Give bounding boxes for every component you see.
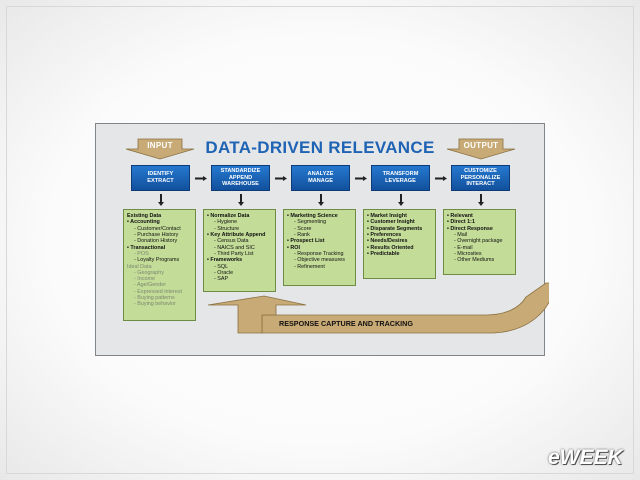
detail-item: Existing Data — [127, 213, 162, 219]
diagram-panel: DATA-DRIVEN RELEVANCE INPUT OUTPUT IDENT… — [95, 123, 549, 356]
detail-item: • Disparate Segments — [367, 225, 423, 232]
detail-item: - SAP — [214, 276, 229, 283]
down-arrow-icon — [318, 194, 324, 206]
detail-item: - Loyalty Programs — [134, 257, 180, 264]
detail-item: - Income — [134, 276, 155, 283]
detail-item: • Normalize Data — [207, 213, 250, 219]
detail-item: • Needs/Desires — [367, 238, 408, 245]
detail-box-transform: • Market Insight• Customer Insight• Disp… — [363, 209, 436, 279]
down-arrow-icon — [158, 194, 164, 206]
detail-item: - POS — [134, 250, 149, 257]
detail-item: - Structure — [214, 225, 240, 232]
step-standardize-append-warehouse: STANDARDIZE APPEND WAREHOUSE — [211, 165, 270, 191]
detail-item: - Oracle — [214, 269, 234, 276]
step-label: STANDARDIZE APPEND WAREHOUSE — [220, 167, 261, 188]
input-arrow: INPUT — [124, 138, 196, 160]
detail-item: - Rank — [294, 231, 310, 238]
detail-item: • Preferences — [367, 231, 402, 238]
detail-item: - Purchase History — [134, 231, 179, 238]
detail-item: - NAICS and SIC — [214, 244, 255, 251]
detail-item: - Objective measures — [294, 257, 345, 264]
detail-item: • Market Insight — [367, 213, 407, 219]
detail-item: • Frameworks — [207, 257, 243, 264]
detail-item: - Age/Gender — [134, 282, 167, 289]
step-label: TRANSFORM LEVERAGE — [382, 171, 419, 184]
down-arrow-icon — [238, 194, 244, 206]
detail-item: • Direct 1:1 — [447, 219, 475, 226]
right-arrow-icon — [435, 176, 447, 181]
response-capture-label: RESPONSE CAPTURE AND TRACKING — [279, 319, 413, 328]
detail-item: - Score — [294, 225, 312, 232]
detail-item: - Mail — [454, 231, 468, 238]
step-customize-personalize-interact: CUSTOMIZE PERSONALIZE INTERACT — [451, 165, 510, 191]
detail-item: - Third Party List — [214, 250, 254, 257]
step-transform-leverage: TRANSFORM LEVERAGE — [371, 165, 430, 191]
output-arrow: OUTPUT — [445, 138, 517, 160]
eweek-logo: eWEEK — [548, 446, 623, 469]
right-arrow-icon — [195, 176, 207, 181]
detail-item: - Donation History — [134, 238, 178, 245]
right-arrow-icon — [355, 176, 367, 181]
step-identify-extract: IDENTIFY EXTRACT — [131, 165, 190, 191]
detail-item: - Other Mediums — [454, 257, 495, 264]
detail-item: • ROI — [287, 244, 300, 251]
diagram-title: DATA-DRIVEN RELEVANCE — [205, 138, 435, 157]
detail-item: - Refinement — [294, 263, 325, 270]
response-loop-shape — [207, 282, 549, 334]
input-label: INPUT — [147, 141, 173, 150]
detail-item: • Accounting — [127, 219, 160, 226]
detail-item: - SQL — [214, 263, 229, 270]
step-label: ANALYZE MANAGE — [307, 171, 334, 184]
step-label: CUSTOMIZE PERSONALIZE INTERACT — [460, 167, 501, 188]
input-arrow-shape — [125, 138, 195, 160]
detail-item: - Microsites — [454, 250, 482, 257]
detail-item: - Response Tracking — [294, 250, 344, 257]
output-label: OUTPUT — [463, 141, 499, 150]
page-frame — [6, 6, 634, 474]
detail-item: - Census Data — [214, 238, 249, 245]
detail-item: Ideal Data — [127, 263, 152, 270]
detail-item: • Transactional — [127, 244, 166, 251]
right-arrow-icon — [275, 176, 287, 181]
detail-item: • Key Attribute Append — [207, 231, 266, 238]
detail-item: - E-mail — [454, 244, 473, 251]
step-label: IDENTIFY EXTRACT — [147, 171, 174, 184]
detail-item: - Geography — [134, 269, 164, 276]
step-analyze-manage: ANALYZE MANAGE — [291, 165, 350, 191]
detail-box-customize: • Relevant• Direct 1:1• Direct Response-… — [443, 209, 516, 275]
output-arrow-shape — [446, 138, 516, 160]
down-arrow-icon — [478, 194, 484, 206]
detail-item: - Expressed interest — [134, 288, 182, 295]
detail-item: - Customer/Contact — [134, 225, 181, 232]
detail-item: • Direct Response — [447, 225, 493, 232]
detail-box-standardize: • Normalize Data- Hygiene- Structure• Ke… — [203, 209, 276, 292]
detail-item: - Buying behavior — [134, 301, 176, 308]
detail-item: • Customer Insight — [367, 219, 415, 226]
detail-item: - Overnight package — [454, 238, 503, 245]
detail-item: • Marketing Science — [287, 213, 338, 219]
detail-item: • Relevant — [447, 213, 473, 219]
detail-item: - Buying patterns — [134, 295, 175, 302]
down-arrow-icon — [398, 194, 404, 206]
detail-item: • Results Oriented — [367, 244, 414, 251]
detail-item: - Segmenting — [294, 219, 327, 226]
detail-item: • Predictable — [367, 250, 400, 257]
detail-item: - Hygiene — [214, 219, 238, 226]
detail-box-identify: Existing Data• Accounting- Customer/Cont… — [123, 209, 196, 321]
detail-item: • Prospect List — [287, 238, 325, 245]
detail-box-analyze: • Marketing Science- Segmenting- Score- … — [283, 209, 356, 286]
